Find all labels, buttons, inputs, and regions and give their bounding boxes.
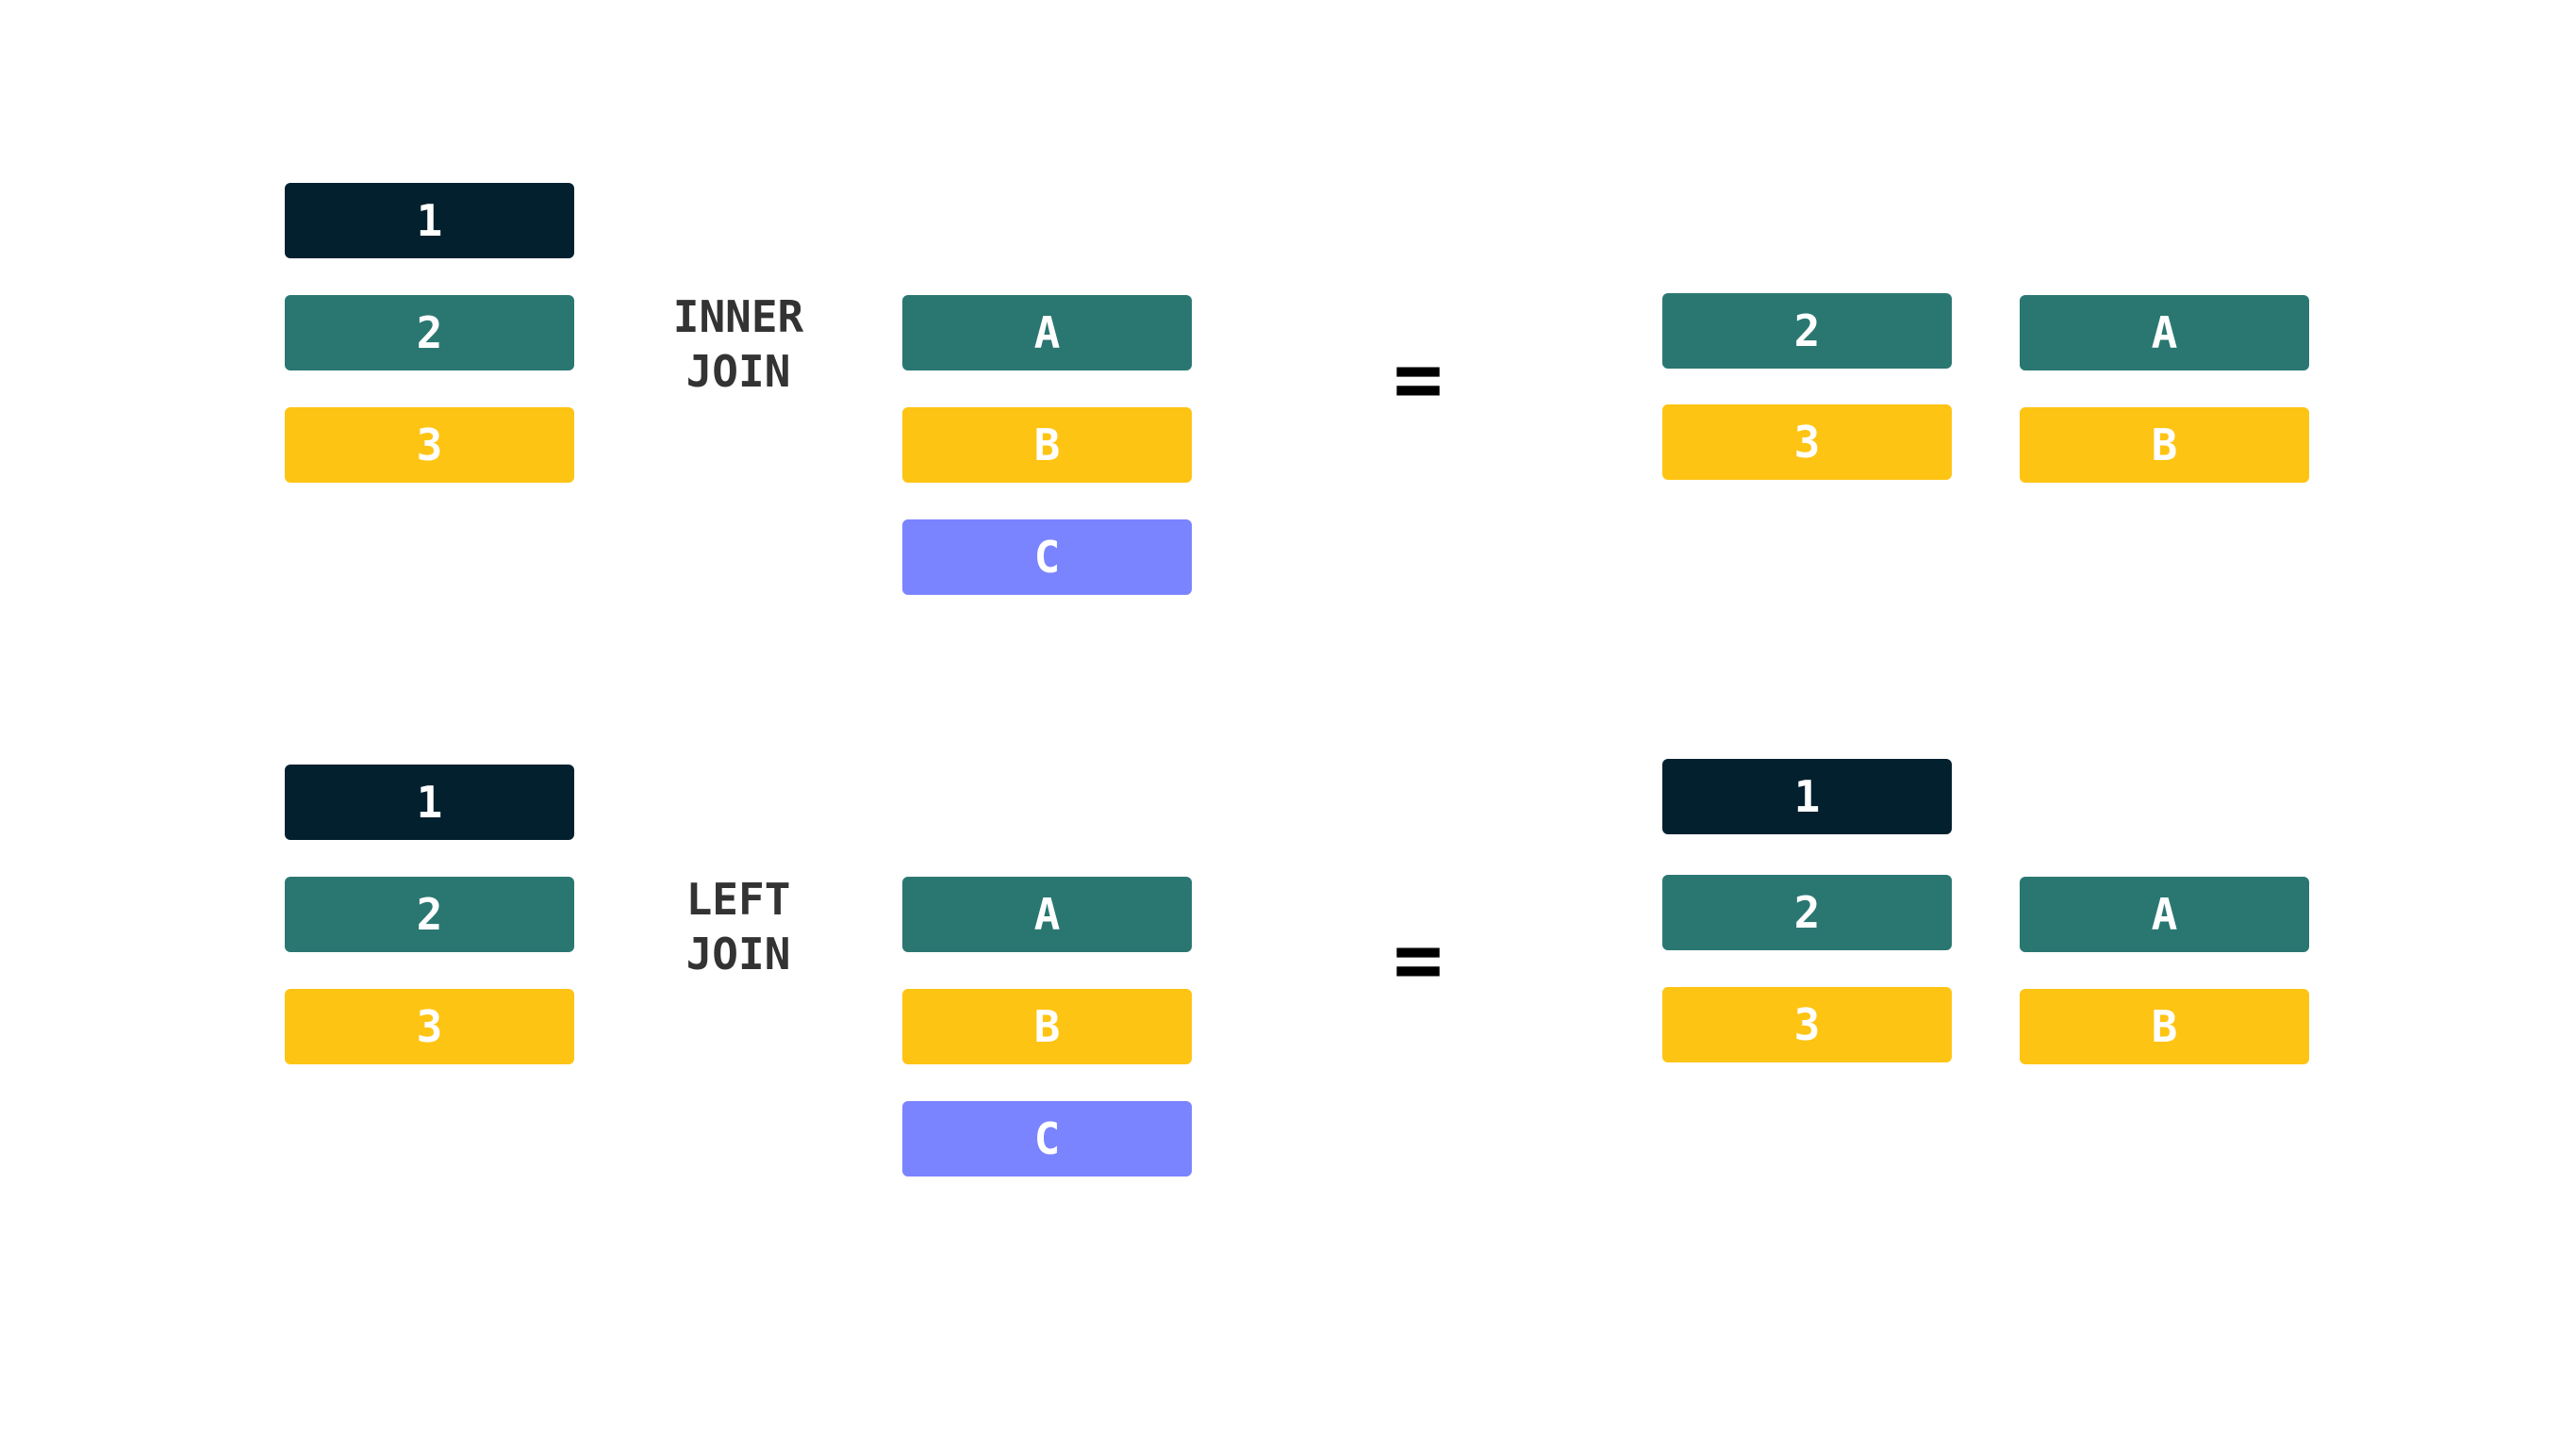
left-equals-sign: =: [1393, 911, 1444, 1008]
row-key: 1: [416, 195, 443, 246]
row-key: 2: [416, 889, 443, 940]
row-key: B: [1033, 1001, 1061, 1052]
row-key: A: [2151, 889, 2178, 940]
row-key: A: [1033, 889, 1061, 940]
left-right-row-c: C: [902, 1101, 1192, 1176]
inner-right-row-b: B: [902, 407, 1192, 483]
left-join-label: LEFT JOIN: [644, 872, 833, 981]
left-result-right-row-a: A: [2020, 877, 2309, 952]
row-key: 1: [416, 777, 443, 828]
inner-left-row-1: 1: [285, 183, 574, 258]
inner-left-row-2: 2: [285, 295, 574, 370]
left-result-left-row-3: 3: [1662, 987, 1952, 1062]
inner-result-left-row-2: 2: [1662, 293, 1952, 369]
row-key: A: [1033, 307, 1061, 358]
left-result-left-row-2: 2: [1662, 875, 1952, 950]
left-left-row-1: 1: [285, 765, 574, 840]
inner-result-right-row-b: B: [2020, 407, 2309, 483]
label-line-1: LEFT: [685, 874, 791, 925]
row-key: 3: [416, 1001, 443, 1052]
row-key: B: [2151, 420, 2178, 470]
label-line-2: JOIN: [685, 346, 791, 397]
left-result-right-row-b: B: [2020, 989, 2309, 1064]
row-key: 2: [1793, 305, 1821, 356]
row-key: 2: [416, 307, 443, 358]
left-right-row-a: A: [902, 877, 1192, 952]
inner-right-row-c: C: [902, 519, 1192, 595]
left-left-row-2: 2: [285, 877, 574, 952]
inner-result-left-row-3: 3: [1662, 404, 1952, 480]
row-key: 3: [1793, 417, 1821, 468]
row-key: A: [2151, 307, 2178, 358]
inner-join-label: INNER JOIN: [644, 289, 833, 399]
row-key: 3: [416, 420, 443, 470]
row-key: C: [1033, 532, 1061, 583]
row-key: 1: [1793, 771, 1821, 822]
left-right-row-b: B: [902, 989, 1192, 1064]
label-line-2: JOIN: [685, 929, 791, 979]
inner-left-row-3: 3: [285, 407, 574, 483]
inner-right-row-a: A: [902, 295, 1192, 370]
label-line-1: INNER: [672, 291, 804, 342]
left-result-left-row-1: 1: [1662, 759, 1952, 834]
row-key: 2: [1793, 887, 1821, 938]
left-left-row-3: 3: [285, 989, 574, 1064]
row-key: C: [1033, 1113, 1061, 1164]
row-key: B: [1033, 420, 1061, 470]
inner-result-right-row-a: A: [2020, 295, 2309, 370]
row-key: B: [2151, 1001, 2178, 1052]
inner-equals-sign: =: [1393, 330, 1444, 427]
row-key: 3: [1793, 999, 1821, 1050]
